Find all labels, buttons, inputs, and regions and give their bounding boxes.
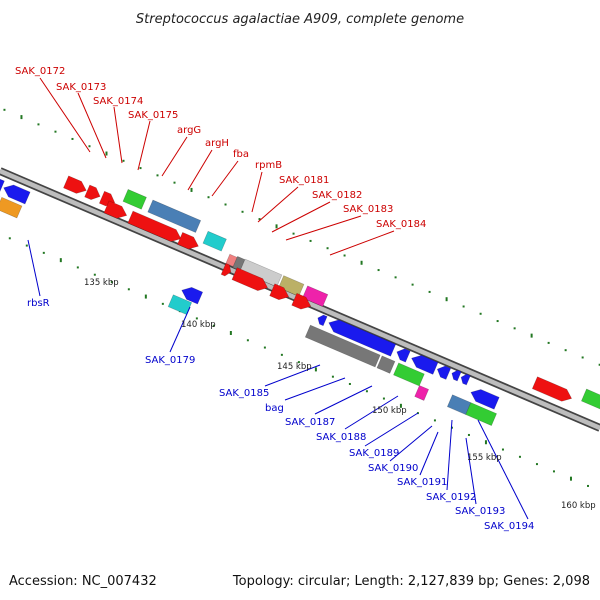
gene-rpmb bbox=[202, 230, 227, 252]
leader-sak-0183 bbox=[285, 215, 362, 241]
leader-sak-0185 bbox=[264, 364, 321, 387]
gene-argh bbox=[127, 210, 182, 242]
gene-sak-0187b bbox=[376, 355, 396, 374]
gene-sak-0184b bbox=[302, 285, 329, 307]
leader-rpmb bbox=[251, 171, 263, 213]
tick-label-140: 140 kbp bbox=[181, 320, 216, 330]
leader-sak-0192 bbox=[446, 419, 453, 491]
leader-sak-0191 bbox=[419, 431, 439, 476]
leader-sak-0182 bbox=[271, 201, 331, 233]
gene-left-blue bbox=[0, 178, 5, 193]
leader-sak-0193 bbox=[465, 437, 477, 505]
gene-label-sak-0173: SAK_0173 bbox=[56, 82, 106, 93]
gene-label-sak-0174: SAK_0174 bbox=[93, 96, 143, 107]
gene-left-orange bbox=[0, 196, 23, 219]
leader-sak-0172 bbox=[39, 77, 91, 153]
gene-label-sak-0187: SAK_0187 bbox=[285, 417, 335, 428]
gene-sak-0172 bbox=[63, 175, 87, 194]
gene-sak-0180 bbox=[220, 263, 232, 277]
gene-label-sak-0185: SAK_0185 bbox=[219, 388, 269, 399]
leader-sak-0194 bbox=[477, 419, 529, 520]
reverse-gene-labels: rbsR SAK_0179 SAK_0185 bag SAK_0187 SAK_… bbox=[27, 298, 534, 532]
leader-fba bbox=[211, 160, 239, 197]
leader-sak-0189 bbox=[364, 412, 419, 447]
gene-label-sak-0184: SAK_0184 bbox=[376, 219, 426, 230]
gene-left-blue-2 bbox=[3, 184, 31, 205]
gene-sak-0189 bbox=[411, 355, 439, 375]
gene-sak-0180d bbox=[291, 292, 312, 310]
leader-sak-0175 bbox=[137, 120, 151, 171]
gene-label-sak-0193: SAK_0193 bbox=[455, 506, 505, 517]
leader-argg bbox=[161, 136, 188, 177]
gene-far-green bbox=[581, 388, 600, 410]
gene-label-argg: argG bbox=[177, 125, 201, 136]
tick-dots bbox=[3, 108, 600, 487]
gene-label-sak-0194: SAK_0194 bbox=[484, 521, 534, 532]
gene-label-argh: argH bbox=[205, 138, 229, 149]
gene-label-sak-0190: SAK_0190 bbox=[368, 463, 418, 474]
leader-argh bbox=[187, 149, 213, 191]
gene-bag bbox=[328, 319, 397, 357]
position-labels: 135 kbp 140 kbp 145 kbp 150 kbp 155 kbp … bbox=[84, 278, 596, 511]
gene-label-sak-0183: SAK_0183 bbox=[343, 204, 393, 215]
leader-sak-0190 bbox=[389, 425, 433, 462]
topology-text: Topology: circular; Length: 2,127,839 bp… bbox=[232, 574, 590, 589]
gene-sak-0188 bbox=[396, 348, 411, 363]
gene-sak-0191 bbox=[451, 369, 462, 382]
gene-sak-0191b bbox=[460, 373, 471, 386]
gene-far-red bbox=[531, 376, 573, 402]
gene-label-bag: bag bbox=[265, 403, 284, 414]
gene-features bbox=[0, 175, 600, 426]
gene-label-rpmb: rpmB bbox=[255, 160, 282, 171]
leader-sak-0174 bbox=[113, 106, 123, 164]
gene-label-sak-0192: SAK_0192 bbox=[426, 492, 476, 503]
tick-label-155: 155 kbp bbox=[467, 453, 502, 463]
gene-sak-0185 bbox=[317, 314, 328, 327]
gene-argg bbox=[147, 199, 202, 233]
gene-sak-0175 bbox=[122, 189, 147, 210]
leader-bag bbox=[284, 377, 346, 401]
forward-gene-labels: SAK_0172 SAK_0173 SAK_0174 SAK_0175 argG… bbox=[15, 66, 426, 230]
gene-sak-0193 bbox=[470, 389, 500, 410]
gene-sak-0175b bbox=[103, 200, 128, 219]
gene-label-fba: fba bbox=[233, 149, 249, 160]
gene-label-sak-0182: SAK_0182 bbox=[312, 190, 362, 201]
leader-sak-0173 bbox=[77, 92, 107, 159]
tick-label-145: 145 kbp bbox=[277, 362, 312, 372]
gene-label-sak-0175: SAK_0175 bbox=[128, 110, 178, 121]
gene-sak-0173 bbox=[84, 184, 101, 200]
gene-label-sak-0172: SAK_0172 bbox=[15, 66, 65, 77]
gene-sak-0180c bbox=[269, 283, 290, 301]
gene-label-sak-0188: SAK_0188 bbox=[316, 432, 366, 443]
gene-label-sak-0191: SAK_0191 bbox=[397, 477, 447, 488]
leader-rbsr bbox=[27, 239, 41, 297]
gene-sak-0179 bbox=[181, 287, 204, 305]
tick-label-160: 160 kbp bbox=[561, 501, 596, 511]
gene-sak-0192 bbox=[414, 385, 430, 401]
gene-label-sak-0189: SAK_0189 bbox=[349, 448, 399, 459]
leader-sak-0184 bbox=[329, 230, 395, 256]
gene-label-sak-0181: SAK_0181 bbox=[279, 175, 329, 186]
tick-label-150: 150 kbp bbox=[372, 406, 407, 416]
tick-label-135: 135 kbp bbox=[84, 278, 119, 288]
gene-sak-0187 bbox=[304, 324, 381, 368]
leader-sak-0179 bbox=[169, 306, 191, 353]
gene-fba bbox=[177, 231, 199, 250]
leader-sak-0181 bbox=[257, 186, 299, 223]
accession-text: Accession: NC_007432 bbox=[9, 574, 157, 589]
label-leaders bbox=[27, 77, 529, 520]
leader-sak-0188 bbox=[344, 395, 399, 430]
gene-sak-0194b bbox=[465, 402, 497, 426]
gene-label-sak-0179: SAK_0179 bbox=[145, 355, 195, 366]
leader-sak-0187 bbox=[314, 385, 373, 415]
gene-sak-0180b bbox=[231, 267, 269, 291]
map-title: Streptococcus agalactiae A909, complete … bbox=[136, 12, 464, 27]
gene-sak-0190 bbox=[436, 365, 452, 380]
gene-label-rbsr: rbsR bbox=[27, 298, 50, 309]
